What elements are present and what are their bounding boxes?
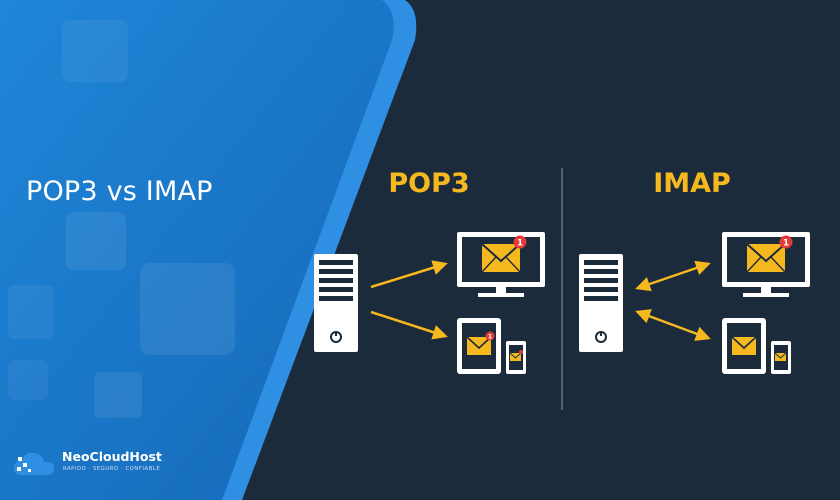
imap-monitor-envelope-icon: [746, 243, 786, 273]
imap-title: IMAP: [653, 168, 731, 199]
imap-server-icon: [579, 254, 623, 352]
pop3-phone-envelope-icon: [509, 350, 523, 361]
pop3-tablet-badge-count: 1: [488, 333, 493, 341]
imap-monitor-badge-count: 1: [783, 239, 789, 249]
neocloudhost-logo[interactable]: NeoCloudHost RAPIDO · SEGURO · CONFIABLE: [12, 446, 182, 480]
pop3-monitor-notification-badge: 1: [513, 235, 527, 249]
brand-name: NeoCloudHost: [62, 449, 162, 464]
cloud-icon: [13, 452, 54, 475]
brand-tagline: RAPIDO · SEGURO · CONFIABLE: [63, 466, 161, 472]
pop3-tablet-envelope-icon: [466, 336, 492, 355]
pop3-monitor-badge-count: 1: [517, 239, 523, 249]
imap-arrow-bottom: [635, 309, 711, 341]
pop3-server-icon: [314, 254, 358, 352]
pop3-title: POP3: [388, 168, 470, 199]
pop3-tablet-notification-badge: 1: [485, 331, 495, 341]
imap-phone-envelope-icon: [774, 352, 787, 361]
pop3-arrow-bottom: [370, 310, 448, 340]
headline: POP3 vs IMAP: [26, 176, 213, 207]
imap-arrow-top: [635, 260, 711, 292]
imap-monitor-notification-badge: 1: [779, 235, 793, 249]
imap-tablet-envelope-icon: [731, 336, 757, 355]
pop3-monitor-envelope-icon: [481, 243, 521, 273]
pop3-arrow-top: [370, 260, 448, 289]
decorative-squares: [8, 20, 235, 418]
blue-panel: [0, 0, 394, 500]
